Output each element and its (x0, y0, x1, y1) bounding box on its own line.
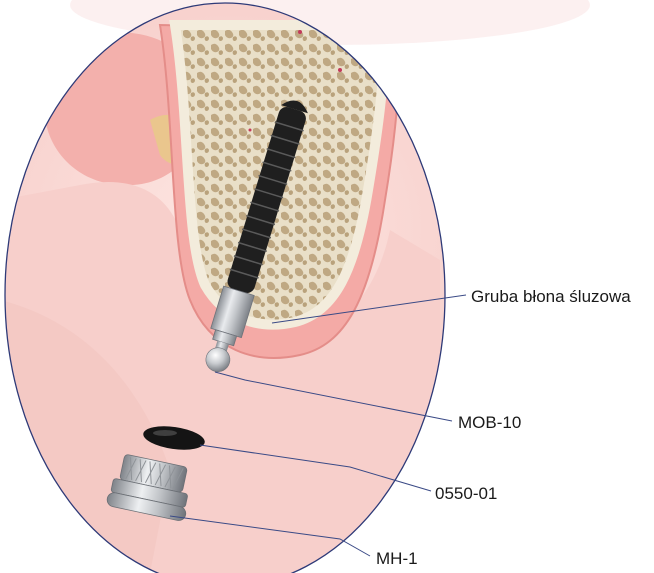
label-mucosa: Gruba błona śluzowa (471, 288, 631, 305)
label-ball-abutment: MOB-10 (458, 414, 521, 431)
label-o-ring: 0550-01 (435, 485, 497, 502)
label-housing: MH-1 (376, 550, 418, 567)
